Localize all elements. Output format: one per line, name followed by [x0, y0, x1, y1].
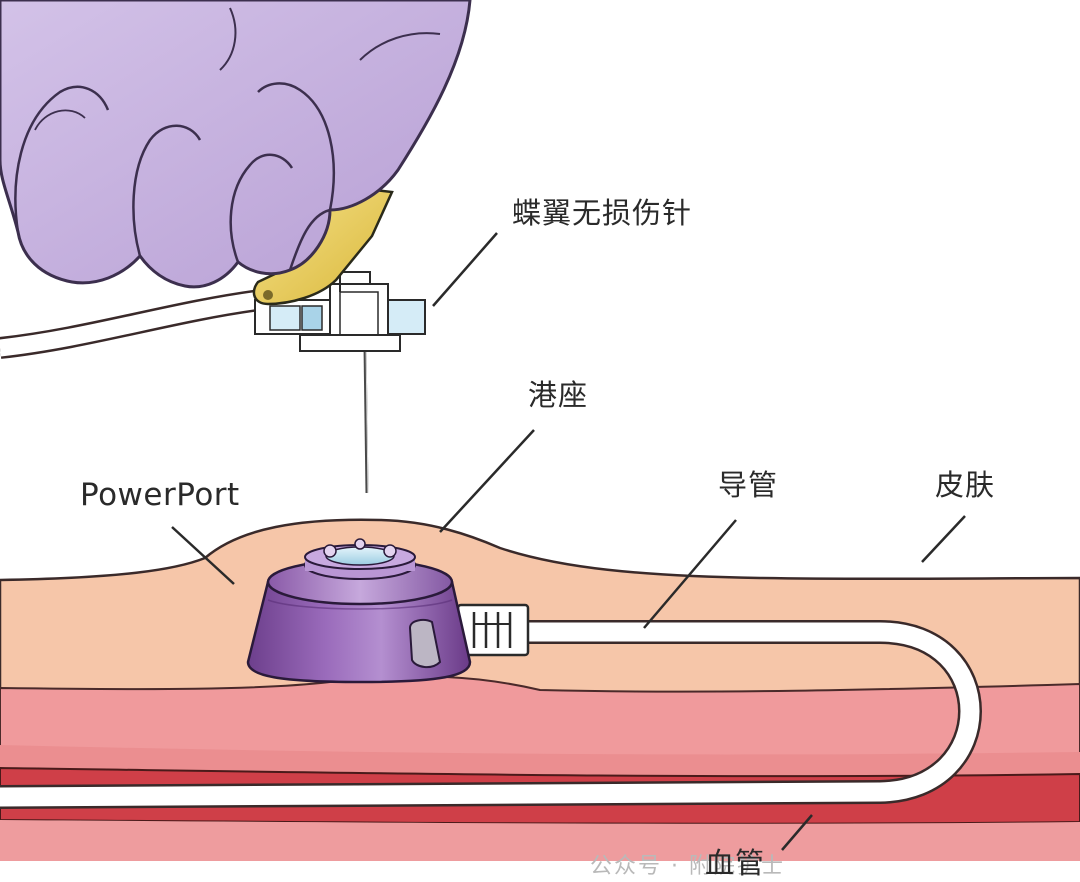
catheter-tube — [0, 622, 980, 807]
leader-line-catheter — [643, 519, 737, 629]
leader-line-skin — [921, 515, 966, 563]
leader-line-needle — [432, 232, 498, 307]
label-port: 港座 — [528, 378, 589, 412]
catheter-connector — [456, 603, 530, 657]
needle-shaft — [363, 344, 369, 494]
label-needle: 蝶翼无损伤针 — [512, 196, 693, 230]
label-vessel: 血管 — [705, 846, 766, 880]
label-skin: 皮肤 — [935, 468, 996, 502]
needle-hub — [254, 271, 426, 352]
diagram-svg — [0, 0, 1080, 863]
vessel-lower-wall — [0, 820, 1080, 861]
infusion-tubing — [0, 291, 262, 357]
gloved-hand — [0, 0, 472, 289]
leader-line-port — [439, 429, 535, 533]
leader-line-vessel — [781, 814, 813, 851]
needle-wing — [252, 184, 394, 306]
leader-line-powerport — [171, 526, 235, 585]
label-catheter: 导管 — [718, 468, 779, 502]
port-body — [246, 538, 472, 684]
label-powerport: PowerPort — [80, 477, 240, 513]
